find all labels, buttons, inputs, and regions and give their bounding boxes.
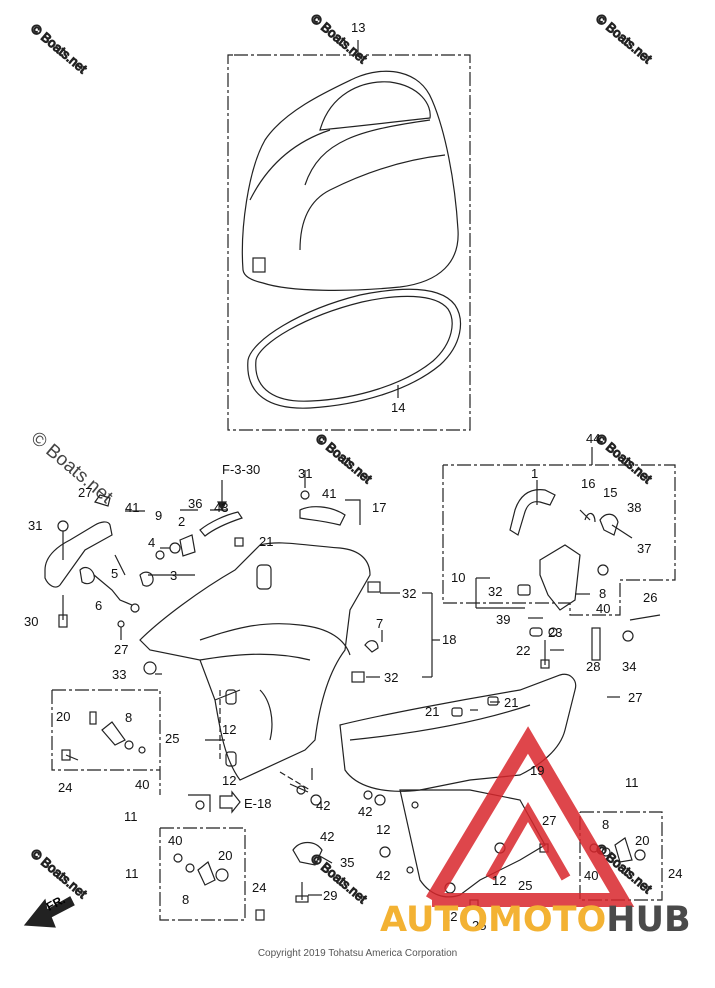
- callout-18: 18: [442, 632, 456, 647]
- callout-26: 26: [643, 590, 657, 605]
- callout-40-bottom: 40: [168, 833, 182, 848]
- callout-25-b: 25: [472, 918, 486, 933]
- top-cowl: [241, 70, 459, 291]
- callout-41-left: 41: [125, 500, 139, 515]
- callout-42-c: 42: [358, 804, 372, 819]
- callout-28: 28: [586, 659, 600, 674]
- callout-31-left: 31: [28, 518, 42, 533]
- callout-37: 37: [637, 541, 651, 556]
- callout-4: 4: [148, 535, 155, 550]
- bottom-cowl-left: [139, 537, 381, 791]
- leader-lines: [114, 480, 620, 896]
- callout-31-top: 31: [298, 466, 312, 481]
- callout-27-right: 27: [628, 690, 642, 705]
- callout-11-right: 11: [625, 775, 639, 790]
- callout-11-left: 11: [124, 809, 138, 824]
- callout-30: 30: [24, 614, 38, 629]
- callout-8-left: 8: [125, 710, 132, 725]
- misc-parts: [188, 470, 391, 903]
- callout-12-a: 12: [222, 722, 236, 737]
- callout-8-bottom: 8: [182, 892, 189, 907]
- top-cowl-assembly: [227, 40, 471, 431]
- callout-36: 36: [188, 496, 202, 511]
- front-arrow-icon: [23, 896, 75, 928]
- callout-5: 5: [111, 566, 118, 581]
- callout-9: 9: [155, 508, 162, 523]
- callout-16: 16: [581, 476, 595, 491]
- watermark: © Boats.net: [313, 431, 375, 487]
- callout-25-left: 25: [165, 731, 179, 746]
- callout-12-e: 12: [443, 909, 457, 924]
- callout-39: 39: [496, 612, 510, 627]
- left-latch-parts: [44, 480, 243, 675]
- ref-e-18: E-18: [244, 796, 271, 811]
- callout-21-c: 21: [259, 534, 273, 549]
- callout-33: 33: [112, 667, 126, 682]
- logo-triangle: [425, 726, 635, 907]
- callout-42-d: 42: [376, 868, 390, 883]
- callout-7: 7: [376, 616, 383, 631]
- callout-40-latch: 40: [596, 601, 610, 616]
- callout-12-d: 12: [492, 873, 506, 888]
- callout-27-bottom: 27: [542, 813, 556, 828]
- callout-8-right: 8: [602, 817, 609, 832]
- watermark: © Boats.net: [28, 21, 90, 77]
- callout-24-bottom: 24: [252, 880, 266, 895]
- callout-29: 29: [323, 888, 337, 903]
- callout-13: 13: [351, 20, 365, 35]
- watermark: © Boats.net: [593, 431, 655, 487]
- callout-21-a: 21: [425, 704, 439, 719]
- sub-assembly-boxes: [51, 689, 663, 921]
- callout-35: 35: [340, 855, 354, 870]
- callout-20-right: 20: [635, 833, 649, 848]
- callout-3: 3: [170, 568, 177, 583]
- callouts: 13 14 44 1 16 15 38 37 10 32 8 40 26 39 …: [24, 20, 682, 933]
- cowl-seal: [247, 288, 462, 409]
- callout-27-left: 27: [114, 642, 128, 657]
- callout-1: 1: [531, 466, 538, 481]
- copyright-text: Copyright 2019 Tohatsu America Corporati…: [257, 948, 458, 959]
- watermark-group: © Boats.net © Boats.net © Boats.net © Bo…: [27, 10, 656, 907]
- callout-11-bottom: 11: [125, 866, 139, 881]
- watermark-logo: AUTOMOTOHUB: [380, 900, 691, 940]
- latch-assembly: [442, 447, 676, 661]
- callout-21-b: 21: [504, 695, 518, 710]
- callout-6: 6: [95, 598, 102, 613]
- callout-2: 2: [178, 514, 185, 529]
- callout-44: 44: [586, 431, 600, 446]
- callout-32-right: 32: [488, 584, 502, 599]
- callout-8-latch: 8: [599, 586, 606, 601]
- callout-34: 34: [622, 659, 636, 674]
- callout-40-right: 40: [584, 868, 598, 883]
- callout-20-bottom: 20: [218, 848, 232, 863]
- callout-38: 38: [627, 500, 641, 515]
- callout-10: 10: [451, 570, 465, 585]
- callout-12-c: 12: [376, 822, 390, 837]
- callout-14: 14: [391, 400, 405, 415]
- callout-20-left: 20: [56, 709, 70, 724]
- callout-22: 22: [516, 643, 530, 658]
- callout-25-a: 25: [518, 878, 532, 893]
- callout-42-b: 42: [320, 829, 334, 844]
- callout-15: 15: [603, 485, 617, 500]
- callout-17: 17: [372, 500, 386, 515]
- callout-27-top: 27: [78, 485, 92, 500]
- logo-text-primary: AUTOMOTO: [380, 900, 607, 940]
- callout-41-top: 41: [322, 486, 336, 501]
- callout-42-a: 42: [316, 798, 330, 813]
- callout-23: 23: [548, 625, 562, 640]
- callout-19: 19: [530, 763, 544, 778]
- callout-32-top: 32: [402, 586, 416, 601]
- ref-f-3-30: F-3-30: [222, 462, 260, 477]
- callout-24-right: 24: [668, 866, 682, 881]
- callout-40-left: 40: [135, 777, 149, 792]
- callout-32-bottom: 32: [384, 670, 398, 685]
- callout-24-left: 24: [58, 780, 72, 795]
- logo-text-secondary: HUB: [606, 900, 691, 940]
- callout-43: 43: [214, 500, 228, 515]
- callout-12-b: 12: [222, 773, 236, 788]
- watermark: © Boats.net: [593, 11, 655, 67]
